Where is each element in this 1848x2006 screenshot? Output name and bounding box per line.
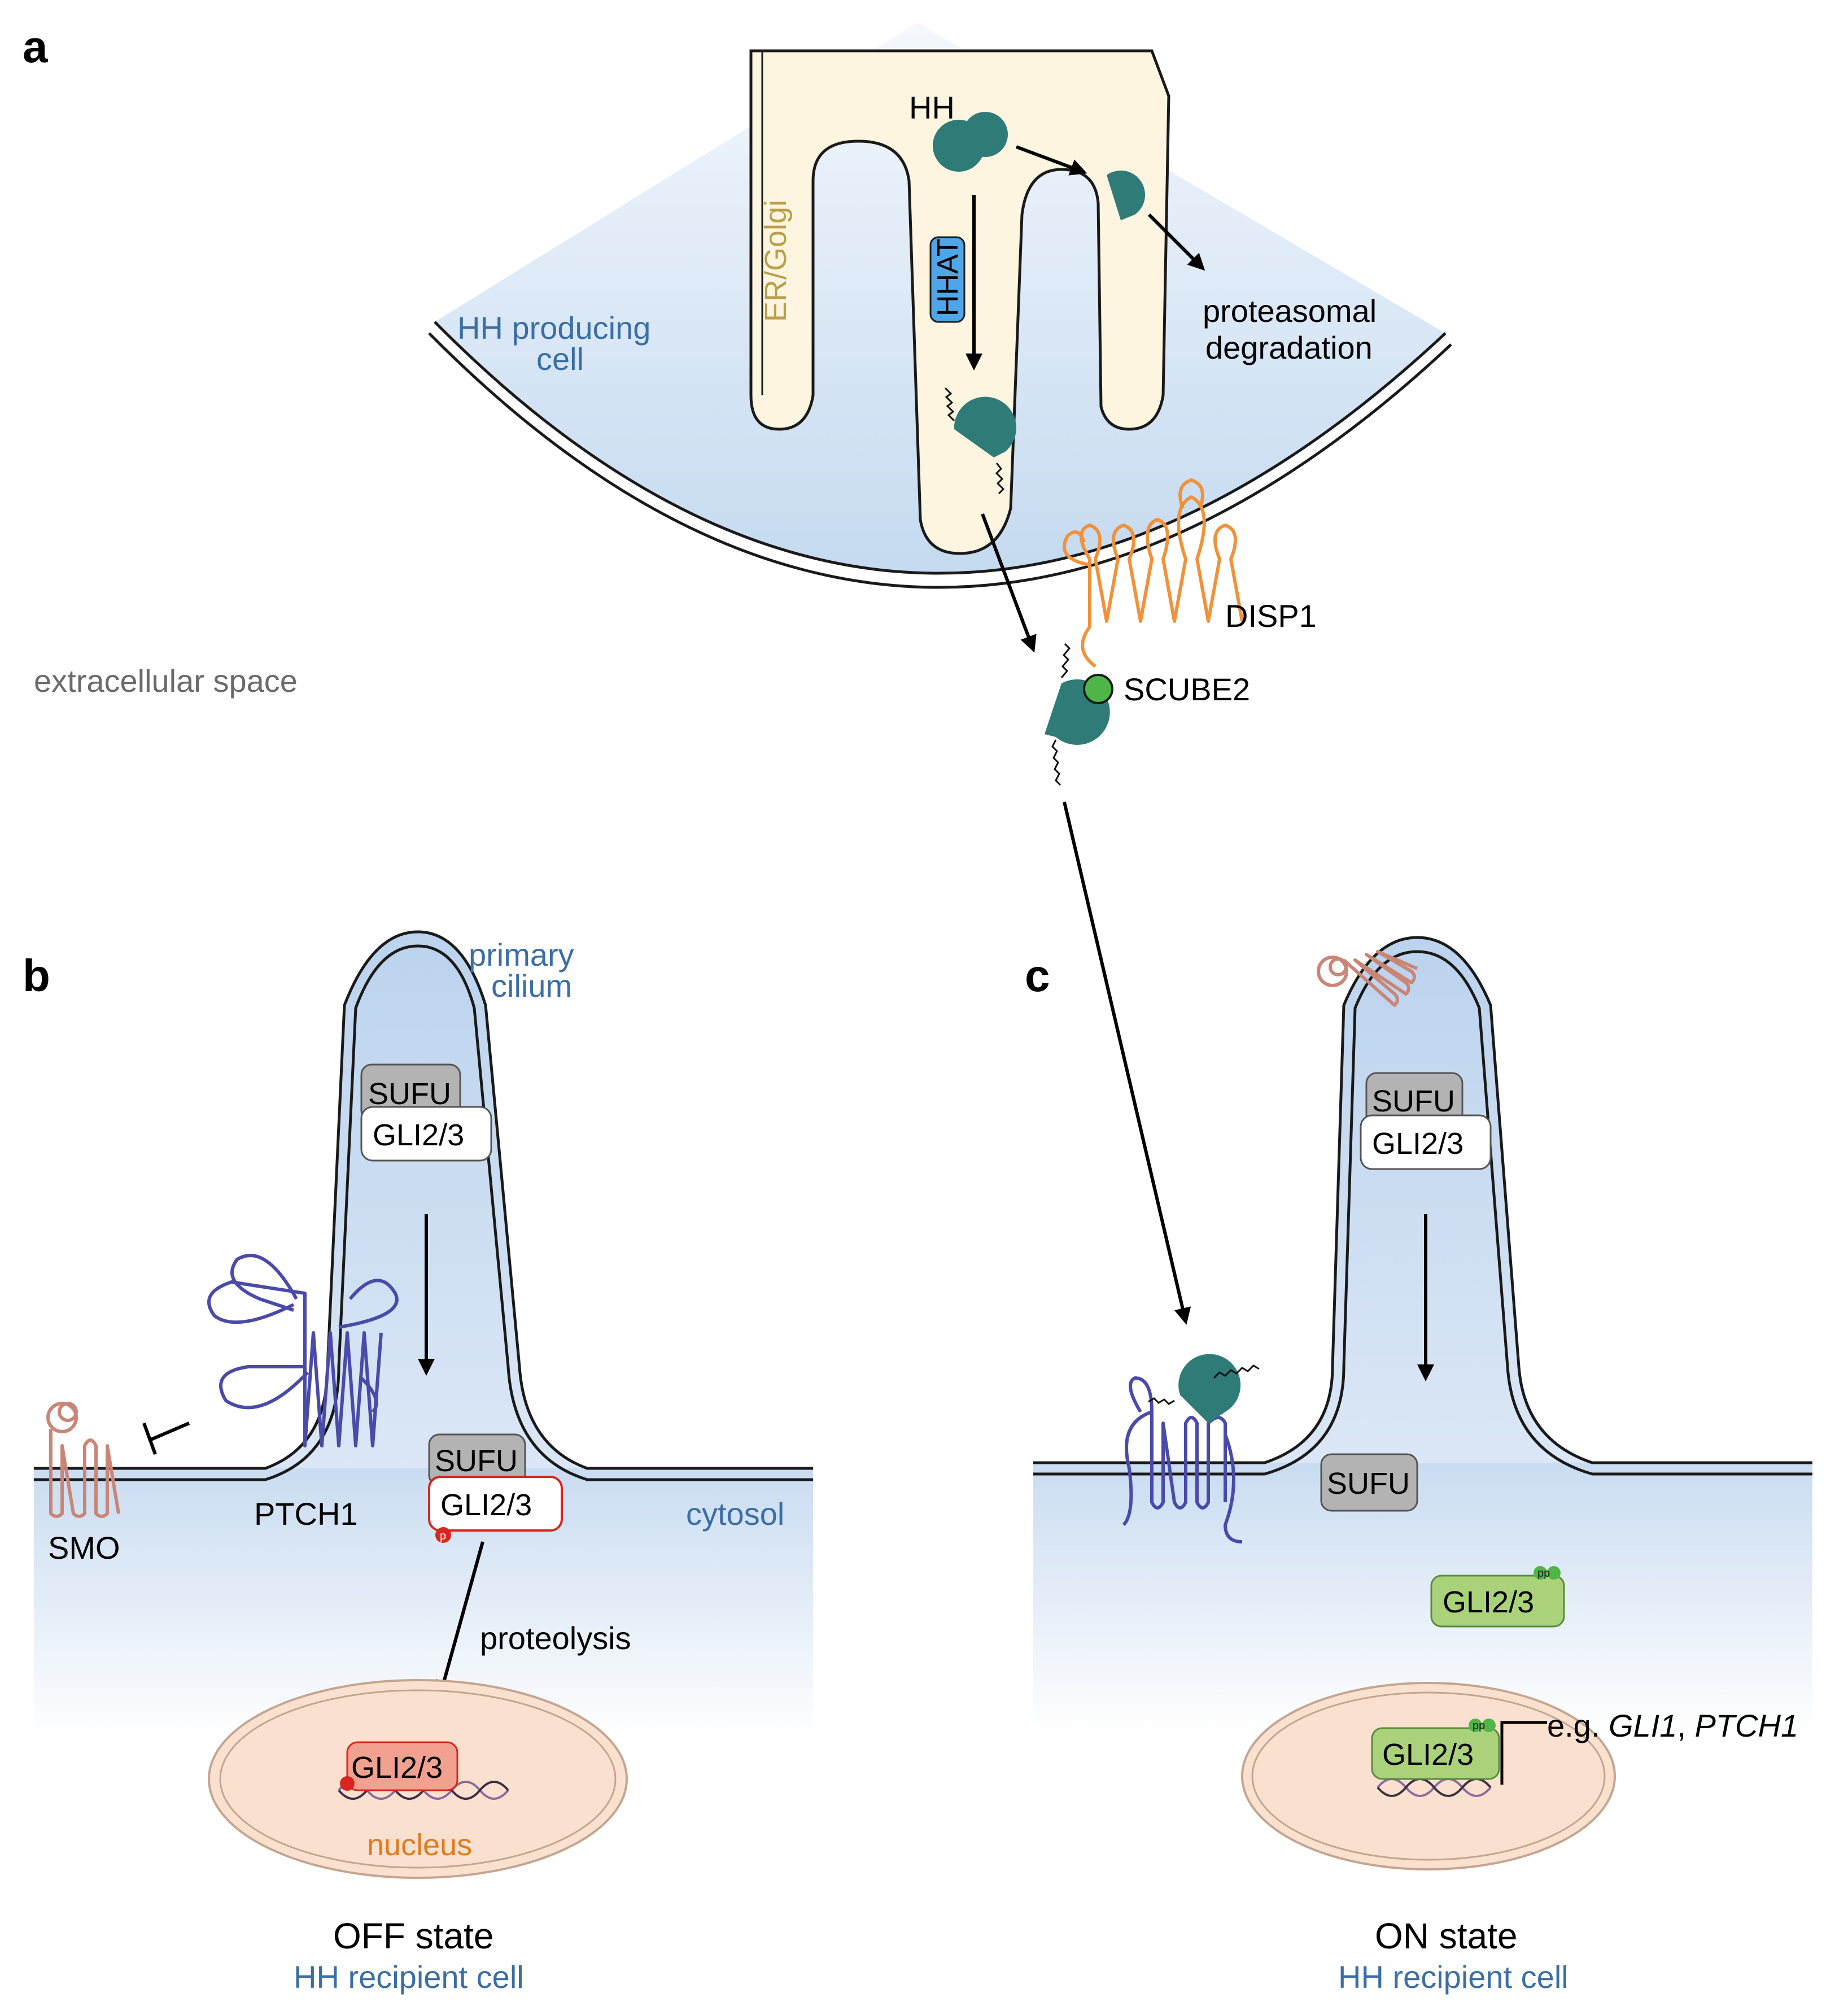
panel-a-letter: a [23,21,48,72]
gli-b-nucleus: GLI2/3 [351,1751,443,1785]
dna-c [1377,1778,1492,1797]
transcription-start-site [1500,1721,1547,1785]
sufu-b-bottom: SUFU [435,1444,518,1478]
gli-c-top: GLI2/3 [1372,1127,1463,1161]
hh-label: HH [909,90,955,125]
gli-b-top: GLI2/3 [373,1118,464,1152]
ptch1-label-b: PTCH1 [254,1496,358,1532]
smo-receptor-c [1317,950,1418,1007]
hh-misfolded [1107,170,1146,220]
producing-cell-label-2: cell [536,341,584,377]
arrow-proteolysis [435,1541,484,1698]
panel-b: b primary cilium SUFU GLI2/3 PTCH1 [23,930,813,1995]
phospho-b-bottom-label: p [440,1530,446,1542]
phospho-c-active-label: pp [1537,1567,1550,1580]
smo-label-b: SMO [48,1530,120,1565]
membrane-b-inner [34,944,813,1481]
panel-a: a ER/Golgi HH HHAT [23,21,1452,1325]
ptch1-receptor-c [1122,1376,1243,1543]
scube2-label: SCUBE2 [1124,671,1250,707]
producing-cell-membrane-outer [434,321,1447,575]
gli-box-b-nucleus [346,1741,458,1791]
phospho-c-nucleus-1 [1469,1719,1482,1732]
sufu-c-top: SUFU [1372,1084,1455,1118]
gli-box-c-nucleus [1371,1727,1500,1780]
gli-c-active: GLI2/3 [1443,1585,1534,1619]
phospho-b-nucleus [340,1776,355,1791]
primary-cilium-label-1: primary [469,937,574,973]
target-genes: e.g. GLI1, PTCH1 [1547,1708,1798,1743]
hh-secreted [1045,643,1110,786]
arrow-to-degradation-b [1147,213,1205,271]
gli-box-c-active [1430,1575,1565,1628]
nucleus-c-inner [1251,1691,1606,1861]
on-state-subtitle: HH recipient cell [1338,1959,1569,1995]
off-state-subtitle: HH recipient cell [294,1959,524,1995]
phospho-c-nucleus-label: pp [1473,1720,1485,1732]
inhibition-bar [142,1422,157,1455]
arrow-secretion [981,513,1037,653]
gli-box-b-top [360,1106,492,1162]
phospho-c-active-1 [1534,1566,1547,1580]
phospho-c-nucleus-2 [1482,1719,1496,1732]
er-golgi-label: ER/Golgi [759,200,793,322]
cytosol-label-b: cytosol [686,1496,784,1532]
inhibition-line [148,1421,190,1442]
degradation-label-2: degradation [1205,330,1373,365]
primary-cilium-label-2: cilium [491,968,572,1004]
phospho-c-active-2 [1547,1566,1561,1580]
ptch1-receptor-b [207,1254,399,1447]
sufu-b-top: SUFU [368,1077,451,1111]
arrow-to-recipient [1063,801,1191,1325]
disp1-transporter [1063,478,1244,668]
disp1-label: DISP1 [1225,598,1317,634]
sufu-c-free: SUFU [1327,1467,1410,1501]
sufu-box-c-free [1320,1453,1418,1512]
membrane-c-outer [1033,936,1812,1464]
producing-cell-label-1: HH producing [457,310,650,346]
producing-cell-membrane-inner [428,332,1452,589]
smo-receptor-b [46,1402,120,1518]
hhat-enzyme: HHAT [929,236,965,323]
scube2-protein [1083,674,1113,704]
hh-bound-c [1148,1354,1260,1423]
primary-cilium-c [1265,937,1592,1463]
panel-c: c SUFU GLI2/3 SUFU GLI2/3 [1025,936,1812,1995]
arrow-to-degradation-a [1015,145,1087,176]
phospho-b-bottom [435,1527,451,1543]
hh-lipidated-er [944,387,1016,495]
on-state-title: ON state [1375,1916,1518,1956]
nucleus-b-inner [219,1689,617,1869]
gli-c-nucleus: GLI2/3 [1382,1738,1474,1772]
gli-b-bottom: GLI2/3 [440,1488,532,1522]
membrane-c-inner [1033,950,1812,1476]
hhat-label: HHAT [932,238,964,316]
off-state-title: OFF state [333,1916,494,1956]
extracellular-label: extracellular space [34,663,298,699]
panel-b-letter: b [23,950,50,1001]
nucleus-label: nucleus [367,1828,472,1862]
hh-ligand-er [933,112,1008,172]
primary-cilium-b [265,932,587,1468]
degradation-label-1: proteasomal [1203,293,1377,329]
proteolysis-label: proteolysis [480,1620,631,1656]
gli-box-b-bottom [428,1476,563,1532]
panel-c-letter: c [1025,950,1050,1001]
gli-box-c-top [1360,1114,1492,1170]
